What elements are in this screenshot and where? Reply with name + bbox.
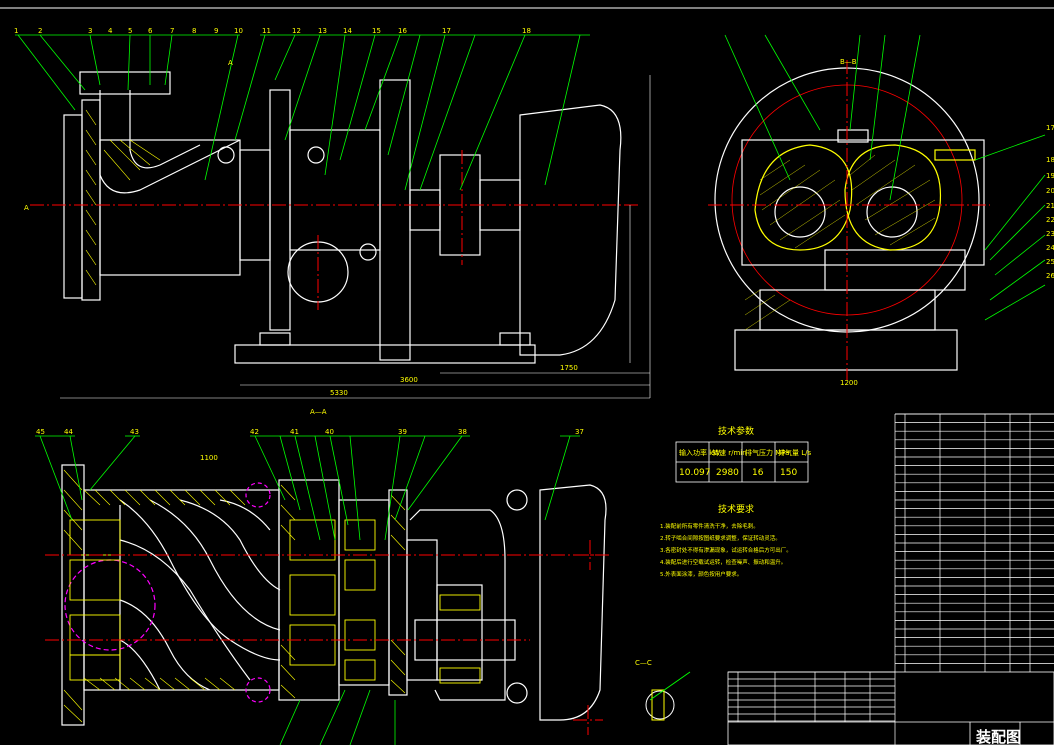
tech-req-line-1: 1.装配前所有零件清洗干净，去除毛刺。 — [660, 522, 759, 530]
part-number-15: 15 — [372, 27, 381, 35]
side-elevation-centerlines — [30, 150, 640, 310]
part-number-14: 14 — [343, 27, 352, 35]
section-hatch — [63, 469, 406, 723]
section-label-a: A—A — [310, 408, 327, 416]
detail-c — [645, 671, 691, 721]
tech-param-header-pressure: 排气压力 MPa — [745, 448, 789, 457]
end-view-rotors — [754, 144, 942, 251]
part-number-r20: 20 — [1046, 187, 1054, 195]
part-number-r21: 21 — [1046, 202, 1054, 210]
part-number-7: 7 — [170, 27, 174, 35]
part-number-r22: 22 — [1046, 216, 1054, 224]
part-number-5: 5 — [128, 27, 132, 35]
part-number-4: 4 — [108, 27, 113, 35]
part-number-18: 18 — [522, 27, 531, 35]
side-elevation-dimensions — [60, 75, 651, 399]
part-number-12: 12 — [292, 27, 301, 35]
section-bearings — [69, 519, 481, 684]
tech-req-line-3: 3.各密封处不得有渗漏现象，试运转合格后方可出厂。 — [660, 546, 792, 554]
end-view-hatch — [744, 154, 936, 331]
part-number-9: 9 — [214, 27, 218, 35]
view-label-a: A — [24, 204, 29, 212]
part-number-2: 2 — [38, 27, 42, 35]
tech-params-table — [675, 441, 809, 483]
dimension-b: 1750 — [560, 364, 578, 372]
part-number-41: 41 — [290, 428, 299, 436]
part-number-13: 13 — [318, 27, 327, 35]
dimension-a: 3600 — [400, 376, 418, 384]
tech-req-line-5: 5.外表面涂漆，颜色按用户要求。 — [660, 570, 742, 578]
part-number-40: 40 — [325, 428, 334, 436]
end-dim-width: 1200 — [840, 379, 858, 387]
tech-param-value-flow: 150 — [780, 468, 797, 478]
part-number-1: 1 — [14, 27, 18, 35]
section-label-c: C—C — [635, 659, 652, 667]
part-number-r19: 19 — [1046, 172, 1054, 180]
part-number-r18: 18 — [1046, 156, 1054, 164]
part-number-r25: 25 — [1046, 258, 1054, 266]
part-number-37: 37 — [575, 428, 584, 436]
section-label-b: B—B — [840, 58, 857, 66]
side-elevation-part-numbers: 1 2 3 4 5 6 7 8 9 10 11 12 13 14 15 16 1… — [14, 27, 578, 397]
tech-req-lines: 1.装配前所有零件清洗干净，去除毛刺。 2.转子啮合间隙按图纸要求调整，保证转动… — [660, 522, 792, 578]
part-number-17: 17 — [442, 27, 451, 35]
tech-param-header-flow: 排气量 L/s — [778, 448, 811, 457]
end-view-labels: B—B 1200 17 18 19 20 21 22 23 24 25 26 — [840, 58, 1054, 387]
end-view-centerlines — [708, 60, 990, 380]
part-number-10: 10 — [234, 27, 243, 35]
part-number-r24: 24 — [1046, 244, 1054, 252]
side-elevation-leaders — [15, 34, 590, 191]
tech-param-value-pressure: 16 — [752, 468, 764, 478]
part-number-43: 43 — [130, 428, 139, 436]
side-elevation-view — [63, 71, 622, 364]
dimension-total: 5330 — [330, 389, 348, 397]
section-dim-length: 1100 — [200, 454, 218, 462]
tech-req-title: 技术要求 — [718, 503, 754, 515]
part-number-44: 44 — [64, 428, 73, 436]
tech-param-value-power: 10.097 — [679, 468, 711, 478]
part-number-39: 39 — [398, 428, 407, 436]
view-label-a-top: A — [228, 59, 233, 67]
part-number-8: 8 — [192, 27, 196, 35]
part-number-11: 11 — [262, 27, 271, 35]
title-block — [727, 671, 1054, 745]
part-number-38: 38 — [458, 428, 467, 436]
part-number-45: 45 — [36, 428, 45, 436]
tech-req-line-4: 4.装配后进行空载试运转，检查噪声、振动和温升。 — [660, 558, 786, 566]
tech-param-value-speed: 2980 — [716, 468, 739, 478]
section-view — [61, 464, 607, 726]
section-labels: A—A 45 44 43 42 41 40 39 38 37 1100 — [36, 408, 584, 462]
parts-list — [728, 413, 1054, 745]
tech-params-title: 技术参数 — [718, 425, 754, 437]
side-elevation-hatch — [85, 109, 161, 286]
part-number-16: 16 — [398, 27, 407, 35]
section-leaders — [35, 435, 580, 745]
part-number-3: 3 — [88, 27, 92, 35]
tech-param-header-power: 输入功率 kW — [679, 448, 720, 457]
tech-param-header-speed: 转速 r/min — [712, 448, 747, 457]
part-number-r26: 26 — [1046, 272, 1054, 280]
section-screw-rotor — [64, 482, 281, 703]
tech-req-line-2: 2.转子啮合间隙按图纸要求调整，保证转动灵活。 — [660, 534, 781, 542]
section-centerlines — [45, 540, 610, 735]
end-view-leaders — [724, 34, 1046, 321]
drawing-name: 装配图 — [975, 728, 1021, 745]
part-number-r23: 23 — [1046, 230, 1054, 238]
part-number-6: 6 — [148, 27, 153, 35]
part-number-r17: 17 — [1046, 124, 1054, 132]
part-number-42: 42 — [250, 428, 259, 436]
